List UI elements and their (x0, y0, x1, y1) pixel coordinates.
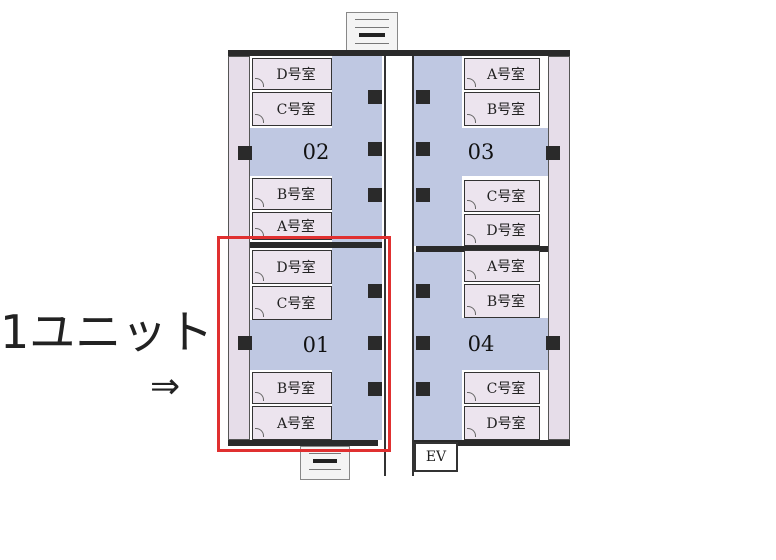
pillar (546, 336, 560, 350)
unit-04-room-a: A号室 (464, 250, 540, 282)
east-balcony (548, 56, 570, 440)
unit-03-room-c: C号室 (464, 180, 540, 212)
pillar (238, 336, 252, 350)
unit-02-room-a: A号室 (252, 212, 332, 240)
north-wall (228, 50, 570, 56)
mid-wall-right (416, 246, 548, 252)
pillar (416, 284, 430, 298)
unit-02-room-d: D号室 (252, 58, 332, 90)
pillar (368, 336, 382, 350)
unit-02-room-c: C号室 (252, 92, 332, 126)
unit-04-living-hall (462, 318, 548, 370)
unit-03-room-a: A号室 (464, 58, 540, 90)
unit-01-room-b: B号室 (252, 372, 332, 404)
unit-02-living-hall (250, 128, 332, 176)
pillar (238, 146, 252, 160)
top-staircase (346, 12, 398, 52)
unit-01-room-d: D号室 (252, 250, 332, 284)
unit-03-label: 03 (467, 140, 495, 164)
unit-04-room-d: D号室 (464, 406, 540, 440)
pillar (368, 382, 382, 396)
unit-03-room-b: B号室 (464, 92, 540, 126)
unit-04-room-b: B号室 (464, 284, 540, 318)
unit-01-living-hall (250, 320, 332, 370)
pillar (416, 188, 430, 202)
unit-03-room-d: D号室 (464, 214, 540, 246)
pillar (416, 382, 430, 396)
unit-01-label: 01 (302, 333, 330, 357)
mid-wall-left (250, 242, 382, 248)
south-wall-left (228, 440, 378, 446)
unit-03-living-hall (462, 128, 548, 176)
unit-02-room-b: B号室 (252, 178, 332, 210)
unit-02-label: 02 (302, 140, 330, 164)
elevator: EV (414, 442, 458, 472)
unit-01-room-c: C号室 (252, 286, 332, 320)
elevator-label: EV (425, 449, 447, 465)
unit-annotation-label: 1ユニット (0, 305, 214, 359)
unit-highlight-box (217, 236, 391, 452)
pillar (416, 336, 430, 350)
pillar (546, 146, 560, 160)
south-wall-right (412, 440, 570, 446)
arrow-icon: ⇒ (150, 366, 181, 407)
pillar (416, 90, 430, 104)
pillar (368, 142, 382, 156)
pillar (368, 188, 382, 202)
unit-04-label: 04 (467, 332, 495, 356)
unit-01-room-a: A号室 (252, 406, 332, 440)
pillar (416, 142, 430, 156)
pillar (368, 90, 382, 104)
pillar (368, 284, 382, 298)
unit-04-room-c: C号室 (464, 372, 540, 404)
